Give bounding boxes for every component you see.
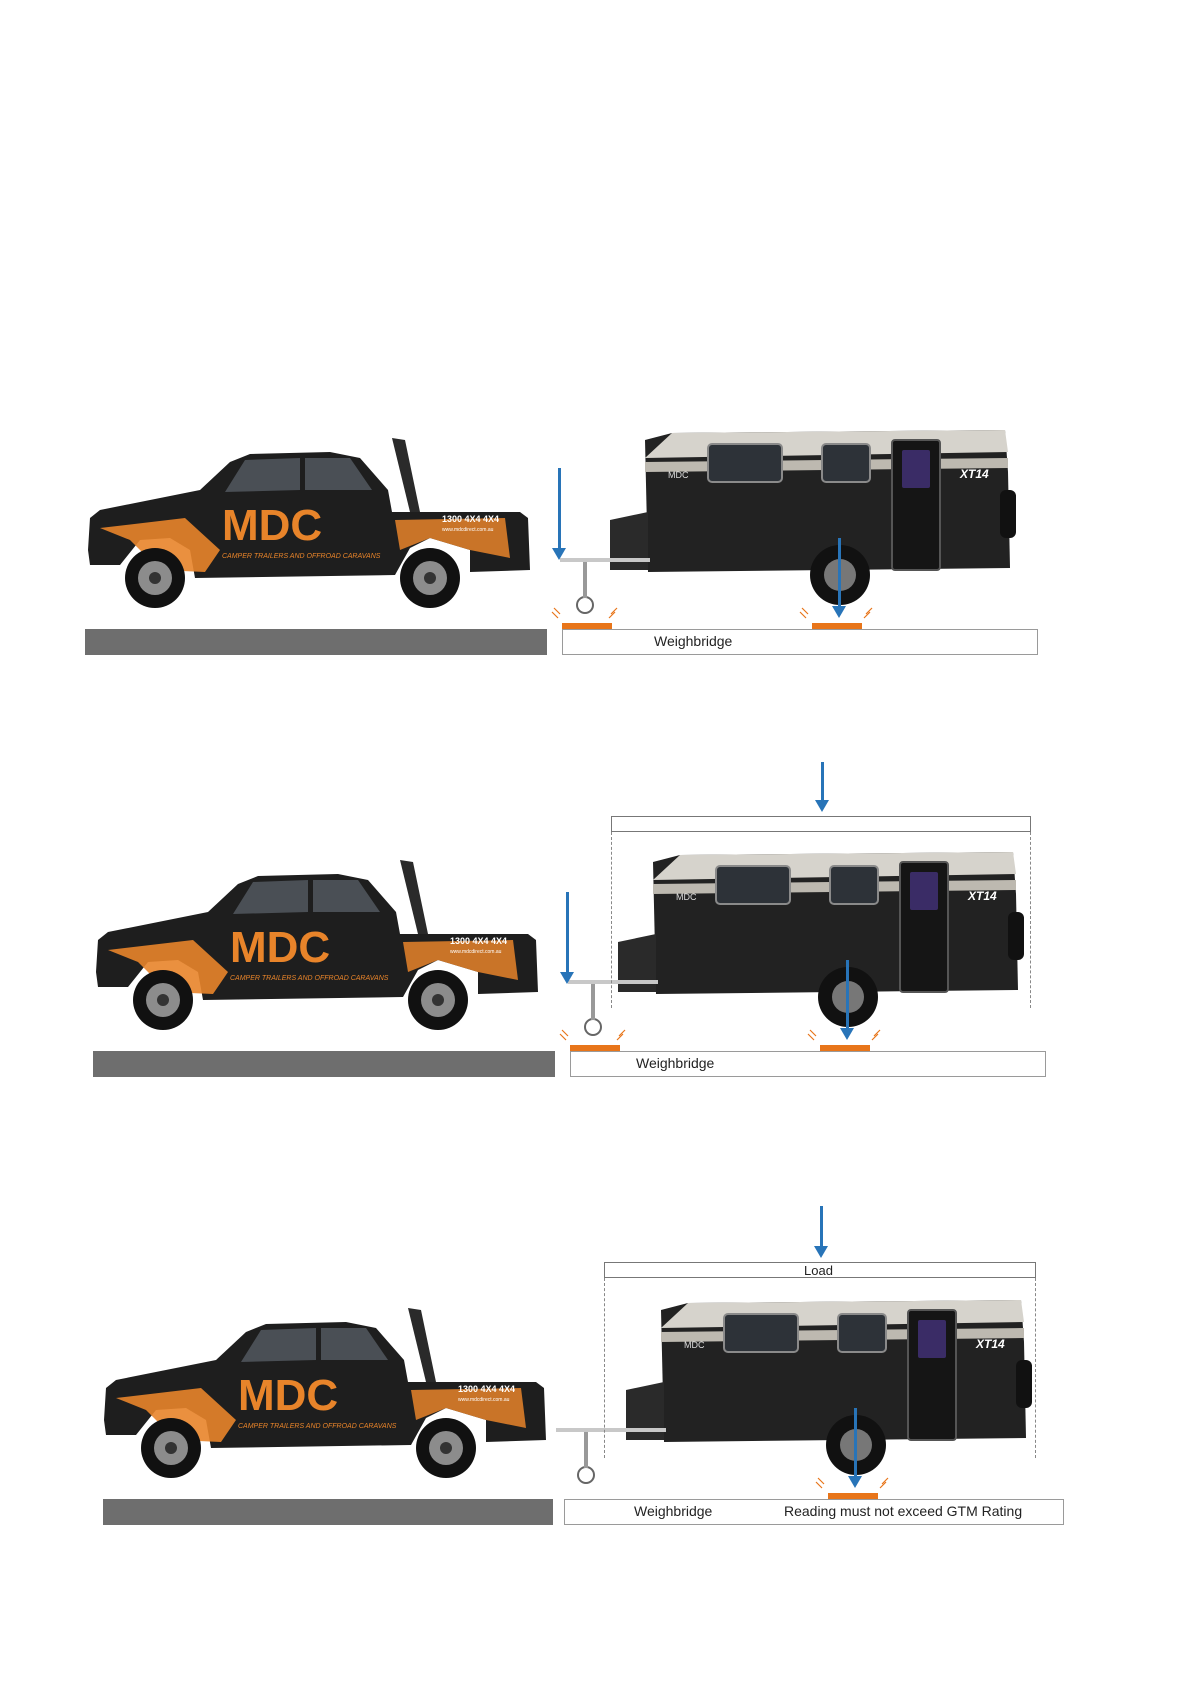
- panel-2: MDC CAMPER TRAILERS AND OFFROAD CARAVANS…: [0, 822, 1191, 1152]
- truck-tagline: CAMPER TRAILERS AND OFFROAD CARAVANS: [230, 975, 389, 982]
- truck-phone: 1300 4X4 4X4: [458, 1384, 515, 1394]
- caravan-brand: MDC: [684, 1340, 705, 1350]
- down-arrow-load: [821, 762, 824, 802]
- ground-road: [93, 1051, 555, 1077]
- truck: MDC CAMPER TRAILERS AND OFFROAD CARAVANS…: [96, 860, 538, 1030]
- truck-tagline: CAMPER TRAILERS AND OFFROAD CARAVANS: [238, 1423, 397, 1430]
- truck-logo: MDC: [222, 501, 322, 550]
- truck-website: www.mdcdirect.com.au: [442, 527, 494, 533]
- weighbridge-label: Weighbridge: [636, 1055, 714, 1071]
- vibration-marks: [552, 608, 872, 618]
- down-arrow-hitch: [558, 468, 561, 550]
- caravan-brand: MDC: [676, 892, 697, 902]
- gtm-note: Reading must not exceed GTM Rating: [784, 1503, 1022, 1519]
- truck-logo: MDC: [230, 923, 330, 972]
- ground-road: [103, 1499, 553, 1525]
- truck-website: www.mdcdirect.com.au: [458, 1397, 510, 1403]
- truck-phone: 1300 4X4 4X4: [442, 514, 499, 524]
- vibration-marks: [560, 1030, 880, 1040]
- weighbridge: [562, 629, 1038, 655]
- truck-tagline: CAMPER TRAILERS AND OFFROAD CARAVANS: [222, 553, 381, 560]
- load-dashed-left: [611, 832, 612, 1008]
- caravan: XT14 MDC: [568, 852, 1024, 1035]
- caravan-badge: XT14: [967, 889, 997, 903]
- truck: MDC CAMPER TRAILERS AND OFFROAD CARAVANS…: [104, 1308, 546, 1478]
- load-box: [611, 816, 1031, 832]
- caravan-badge: XT14: [975, 1337, 1005, 1351]
- weighbridge-label: Weighbridge: [654, 633, 732, 649]
- panel-3: MDC CAMPER TRAILERS AND OFFROAD CARAVANS…: [0, 1270, 1191, 1600]
- caravan: XT14 MDC: [556, 1300, 1032, 1483]
- caravan-brand: MDC: [668, 470, 689, 480]
- truck-and-caravan-illustration: MDC CAMPER TRAILERS AND OFFROAD CARAVANS…: [0, 822, 1191, 1152]
- load-dashed-right: [1035, 1278, 1036, 1458]
- truck-phone: 1300 4X4 4X4: [450, 936, 507, 946]
- truck-and-caravan-illustration: MDC CAMPER TRAILERS AND OFFROAD CARAVANS…: [0, 1270, 1191, 1600]
- caravan: XT14 MDC: [560, 430, 1016, 613]
- down-arrow-hitch: [566, 892, 569, 974]
- load-dashed-right: [1030, 832, 1031, 1008]
- truck-website: www.mdcdirect.com.au: [450, 949, 502, 955]
- truck: MDC CAMPER TRAILERS AND OFFROAD CARAVANS…: [88, 438, 530, 608]
- load-label: Load: [804, 1263, 833, 1278]
- panel-1: MDC CAMPER TRAILERS AND OFFROAD CARAVANS…: [0, 400, 1191, 730]
- truck-and-caravan-illustration: MDC CAMPER TRAILERS AND OFFROAD CARAVANS…: [0, 400, 1191, 730]
- weighbridge-label: Weighbridge: [634, 1503, 712, 1519]
- load-dashed-left: [604, 1278, 605, 1458]
- down-arrow-load: [820, 1206, 823, 1248]
- caravan-badge: XT14: [959, 467, 989, 481]
- ground-road: [85, 629, 547, 655]
- truck-logo: MDC: [238, 1371, 338, 1420]
